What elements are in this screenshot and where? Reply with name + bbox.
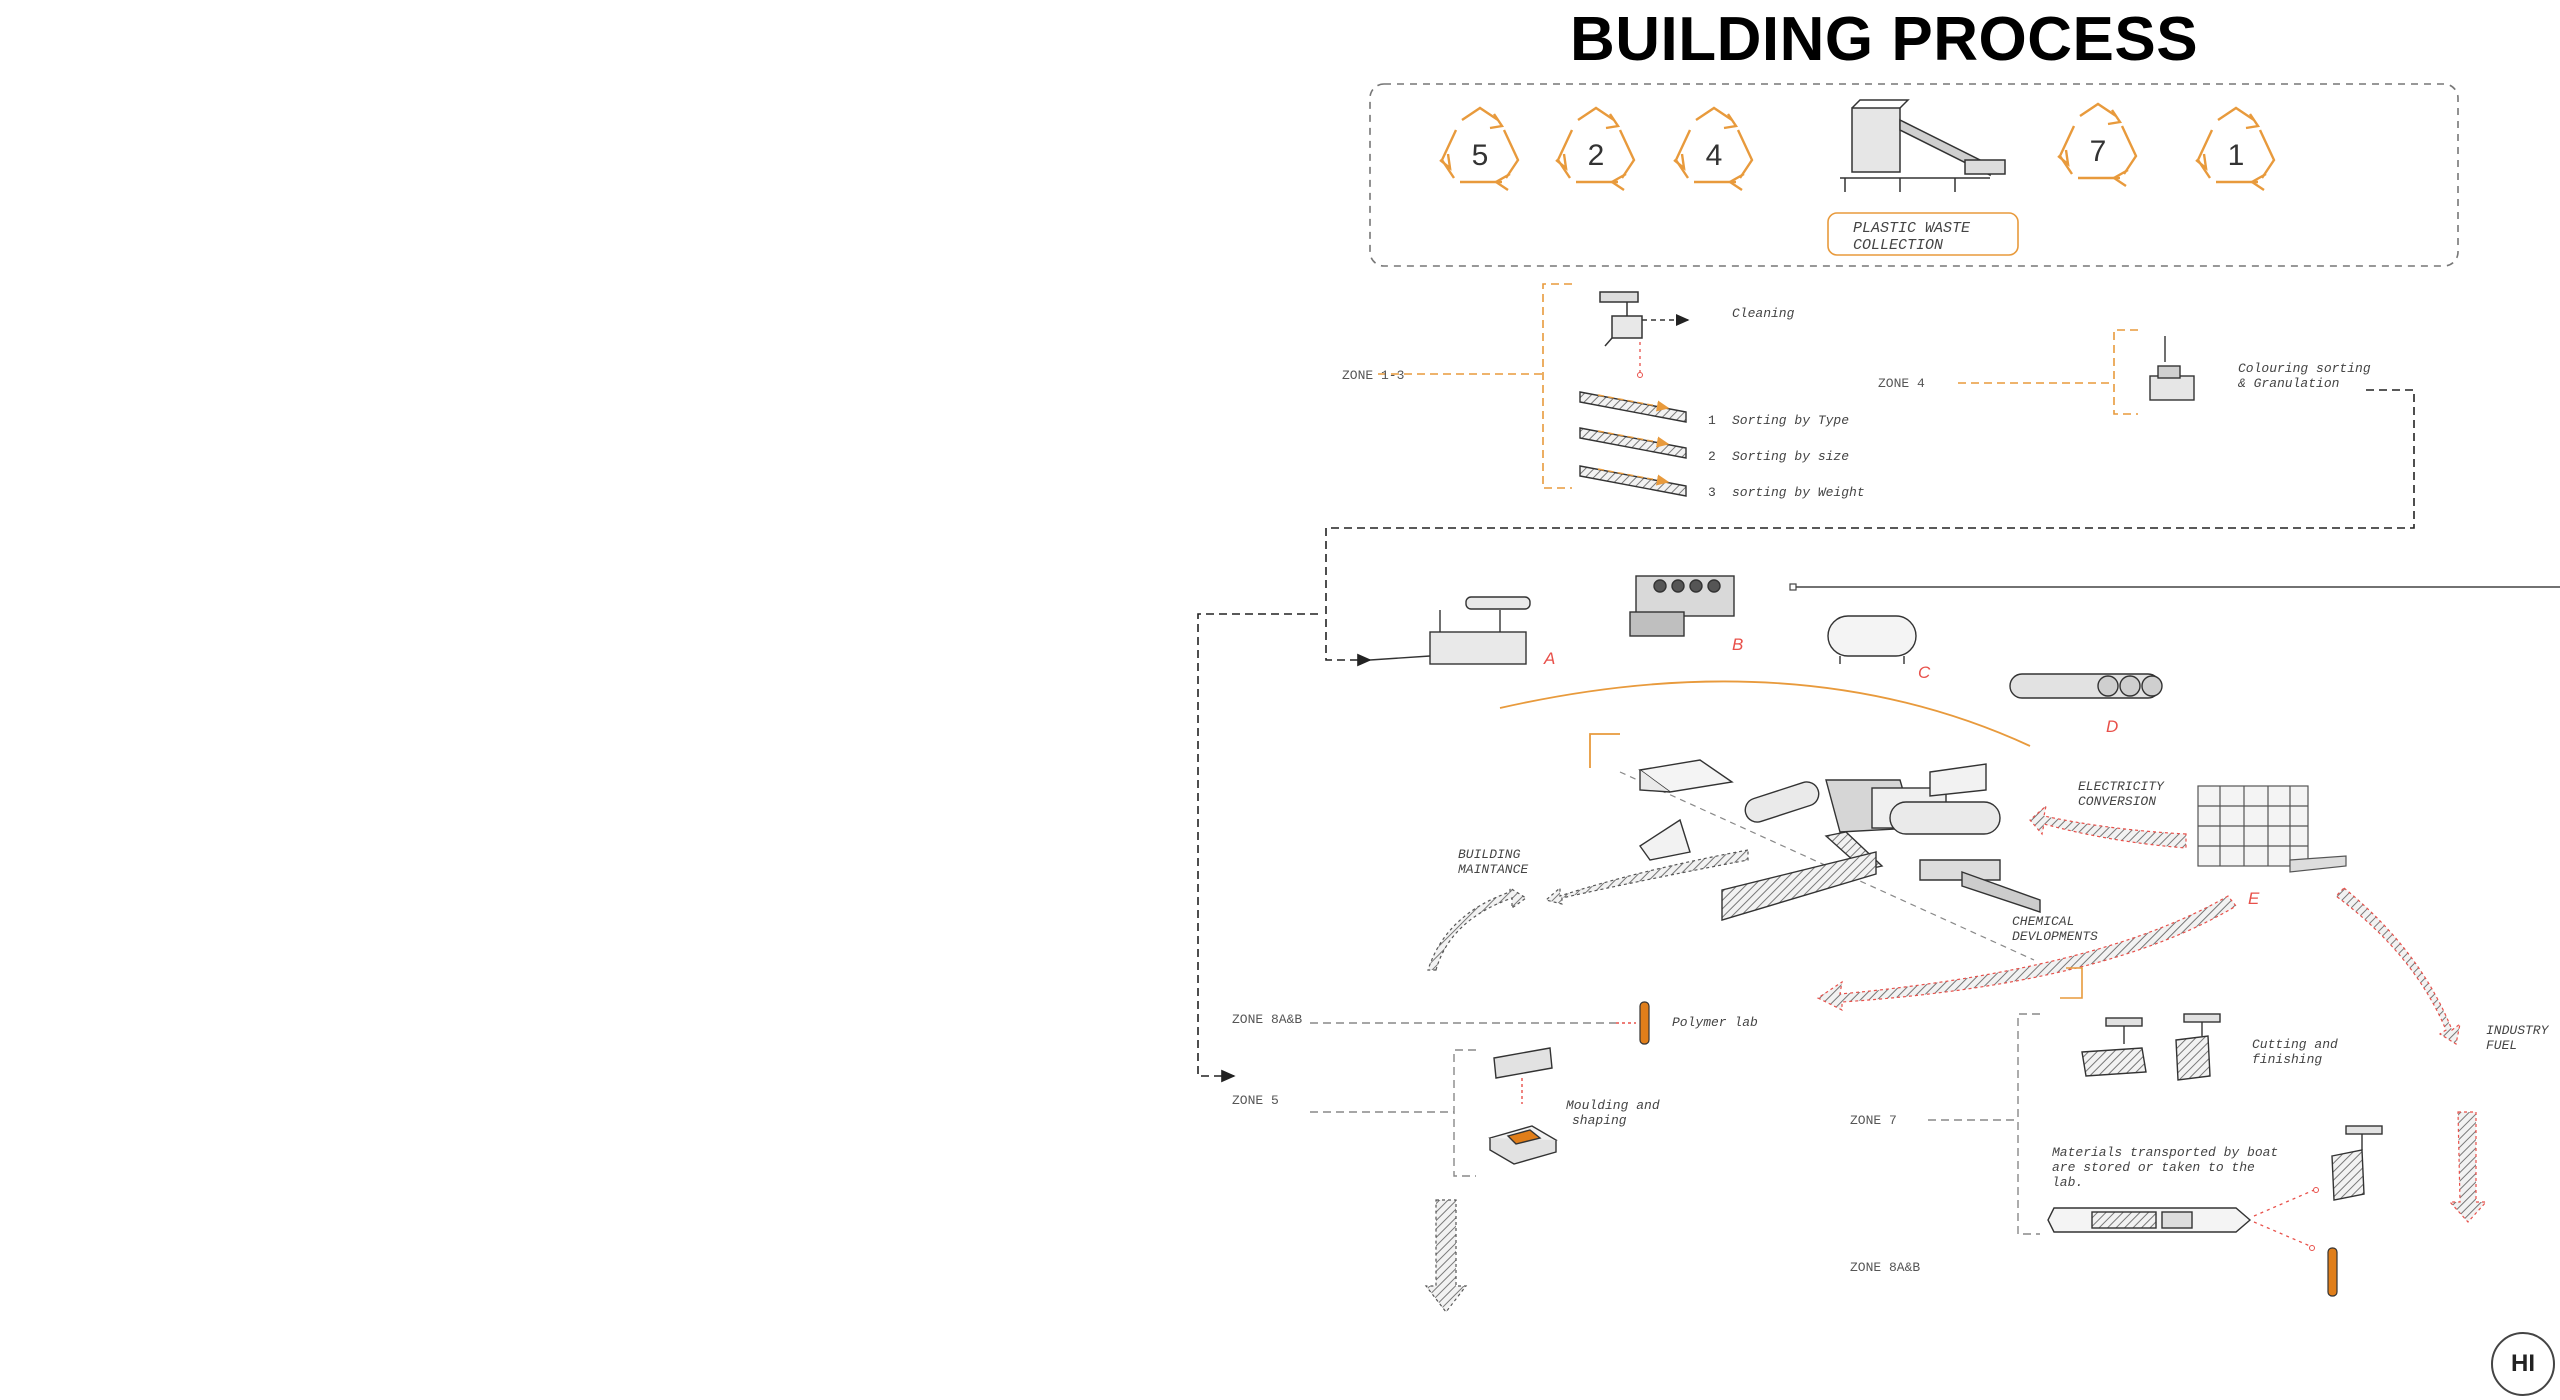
cutting-label-line2: finishing: [2252, 1052, 2322, 1067]
recycle-icon-1: 1: [2194, 106, 2276, 192]
machine-a-icon: [1369, 596, 1531, 665]
recycle-code-1: 1: [2228, 139, 2245, 172]
recycle-code-2: 2: [1588, 139, 1605, 172]
boat-label-line3: lab.: [2052, 1175, 2083, 1190]
flow-to-machines: [1325, 389, 2415, 667]
cutting-label-line1: Cutting and: [2252, 1037, 2338, 1052]
recycle-icon-5: 5: [1438, 106, 1520, 192]
flow-to-zone-5: [1197, 613, 1318, 1083]
sorting-conveyor-3-icon: [1579, 465, 1687, 497]
zone-5-label: ZONE 5: [1232, 1093, 1279, 1108]
zone-4-label: ZONE 4: [1878, 376, 1925, 391]
sort1-label: Sorting by Type: [1732, 413, 1849, 428]
page-title: BUILDING PROCESS: [1570, 5, 2199, 74]
output-down-arrow: [1424, 1199, 1468, 1313]
building-label-line2: MAINTANCE: [1458, 862, 1528, 877]
zone-8ab-left-label: ZONE 8A&B: [1232, 1012, 1302, 1027]
polymer-lab-label: Polymer lab: [1672, 1015, 1758, 1030]
chemical-label-line1: CHEMICAL: [2012, 914, 2074, 929]
collection-label-box: [1827, 212, 2019, 256]
machine-b-label: B: [1732, 635, 1743, 654]
machine-e-label: E: [2248, 889, 2260, 908]
zone-1-3-label: ZONE 1-3: [1342, 368, 1404, 383]
building-complex-icon: [1638, 759, 2041, 921]
industry-fuel-arrow: [2335, 887, 2461, 1045]
test-tube-icon: [1639, 1001, 1650, 1045]
boat-icon: [2047, 1207, 2252, 1233]
machine-c-label: C: [1918, 663, 1931, 682]
recycle-icon-2: 2: [1554, 106, 1636, 192]
industry-label-line2: FUEL: [2486, 1038, 2517, 1053]
recycle-code-7: 7: [2090, 135, 2107, 168]
chemical-arrow: [1816, 895, 2237, 1011]
fuel-down-arrow: [2448, 1111, 2488, 1223]
chemical-label-line2: DEVLOPMENTS: [2012, 929, 2098, 944]
collection-label-line1: PLASTIC WASTE: [1853, 220, 1971, 237]
cutting-machine-icon: [2081, 1013, 2221, 1081]
zone-8ab-right-label: ZONE 8A&B: [1850, 1260, 1920, 1275]
sort2-number: 2: [1708, 449, 1716, 464]
collection-box: [1369, 83, 2459, 267]
recycle-icon-4: 4: [1672, 106, 1754, 192]
building-label-line1: BUILDING: [1458, 847, 1521, 862]
sorting-conveyor-1-icon: [1579, 391, 1687, 423]
machine-c-icon: [1827, 615, 1917, 664]
colouring-label-line2: & Granulation: [2238, 376, 2339, 391]
sort3-number: 3: [1708, 485, 1716, 500]
hi-badge-button[interactable]: HI: [2491, 1332, 2555, 1396]
industry-label-line1: INDUSTRY: [2486, 1023, 2550, 1038]
machine-d-icon: [2009, 673, 2163, 699]
electricity-arrow: [2029, 804, 2187, 849]
storage-rack-icon: [2331, 1125, 2383, 1201]
granulator-icon: [2149, 336, 2195, 401]
machines-curve: [1499, 680, 2031, 747]
electricity-label-line2: CONVERSION: [2078, 794, 2156, 809]
colouring-label-line1: Colouring sorting: [2238, 361, 2371, 376]
sort3-label: sorting by Weight: [1732, 485, 1865, 500]
zone-1-3-bracket: [1542, 283, 1572, 489]
collection-label-line2: COLLECTION: [1853, 237, 1943, 254]
zone-7-label: ZONE 7: [1850, 1113, 1897, 1128]
boat-label-line1: Materials transported by boat: [2052, 1145, 2278, 1160]
recycle-icon-7: 7: [2056, 102, 2138, 188]
cleaning-label: Cleaning: [1732, 306, 1795, 321]
recycle-code-5: 5: [1472, 139, 1489, 172]
storage-structure-e-icon: [2197, 785, 2347, 873]
boat-label-line2: are stored or taken to the: [2052, 1160, 2255, 1175]
sorting-conveyor-2-icon: [1579, 427, 1687, 459]
moulding-label-line1: Moulding and: [1566, 1098, 1660, 1113]
moulding-label-line2: shaping: [1572, 1113, 1627, 1128]
electricity-label-line1: ELECTRICITY: [2078, 779, 2165, 794]
conveyor-machine-icon: [1840, 99, 2006, 192]
recycle-code-4: 4: [1706, 139, 1723, 172]
sort1-number: 1: [1708, 413, 1716, 428]
cleaning-machine-icon: [1599, 291, 1690, 347]
building-curve-arrow: [1427, 886, 1528, 971]
machine-d-label: D: [2106, 717, 2118, 736]
building-maintenance-arrow: [1544, 849, 1749, 905]
moulding-machine-icon: [1488, 1047, 1558, 1165]
test-tube-2-icon: [2327, 1247, 2338, 1297]
sort2-label: Sorting by size: [1732, 449, 1849, 464]
machine-b-icon: [1629, 575, 1735, 637]
machine-a-label: A: [1543, 649, 1555, 668]
